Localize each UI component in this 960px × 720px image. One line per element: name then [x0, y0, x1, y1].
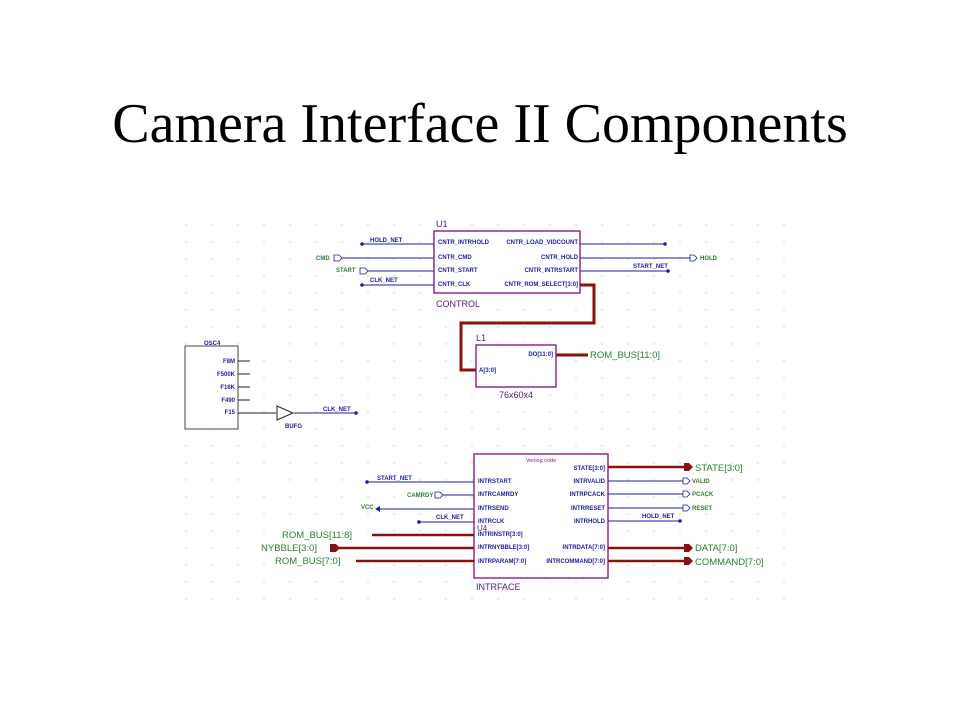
osc4-wires: CLK_NET: [238, 360, 358, 415]
u4-pin-intrhold: INTRHOLD: [574, 519, 606, 525]
u1-pin-cntr-rom-select: CNTR_ROM_SELECT[3:0]: [504, 282, 578, 288]
u4-pin-intrvalid: INTRVALID: [574, 479, 606, 485]
u4-pin-intrclk: INTRCLK: [478, 519, 505, 525]
osc4-body: [184, 345, 239, 430]
osc4-name: OSC4: [204, 341, 221, 347]
osc4-pin-f8m: F8M: [223, 359, 235, 365]
u4-right-wires: STATE[3:0] VALID PCACK RESET HOLD_NET DA…: [608, 463, 764, 568]
net-camrdy: CAMRDY: [407, 493, 433, 499]
u4-left-wires: START_NET CAMRDY VCC CLK_NET ROM_BUS[11:…: [261, 476, 474, 567]
net-cmd: CMD: [316, 256, 330, 262]
u1-body: [433, 230, 581, 294]
net-start: START: [336, 268, 356, 274]
u4-ref: U4: [477, 524, 488, 533]
u4-pin-intrstart: INTRSTART: [478, 479, 512, 485]
u4-name: INTRFACE: [476, 582, 521, 592]
osc4-pin-f490: F490: [221, 398, 235, 404]
u4-pin-intrcamrdy: INTRCAMRDY: [478, 492, 518, 498]
u4-pin-intrdata: INTRDATA[7:0]: [563, 545, 605, 551]
u1-name: CONTROL: [436, 299, 480, 309]
l1-name: 76x60x4: [499, 390, 533, 400]
slide-title: Camera Interface II Components: [112, 93, 848, 155]
net-clk-net-u4: CLK_NET: [436, 515, 464, 521]
l1-rom-block[interactable]: L1 76x60x4 A[3:0] DO[11:0]: [475, 333, 557, 400]
u4-pin-intrsend: INTRSEND: [478, 506, 509, 512]
net-hold-net-u1: HOLD_NET: [370, 238, 403, 244]
u4-pin-intrpcack: INTRPCACK: [570, 492, 606, 498]
u4-pin-intrcommand: INTRCOMMAND[7:0]: [546, 559, 605, 565]
u1-pin-cntr-cmd: CNTR_CMD: [438, 255, 472, 261]
net-start-net-u1: START_NET: [633, 264, 668, 270]
u4-pin-intrnybble: INTRNYBBLE[3:0]: [478, 545, 529, 551]
l1-body: [475, 344, 557, 388]
osc4-pin-f16k: F16K: [220, 385, 235, 391]
net-rom-bus-out: ROM_BUS[11:0]: [590, 350, 660, 361]
l1-pin-addr: A[3:0]: [479, 368, 496, 374]
u1-pin-cntr-load-vidcount: CNTR_LOAD_VIDCOUNT: [506, 240, 578, 246]
u4-intrface-block[interactable]: Verilog code U4 INTRFACE INTRSTART INTRC…: [473, 453, 609, 592]
u1-pin-cntr-hold: CNTR_HOLD: [541, 255, 579, 261]
u1-pin-cntr-intrstart: CNTR_INTRSTART: [524, 268, 578, 274]
net-clk-net-osc: CLK_NET: [323, 407, 351, 413]
osc4-pin-f500k: F500K: [217, 372, 236, 378]
u4-header: Verilog code: [526, 458, 556, 464]
u1-control-block[interactable]: U1 CONTROL CNTR_INTRHOLD CNTR_CMD CNTR_S…: [433, 219, 581, 309]
u1-pin-cntr-clk: CNTR_CLK: [438, 282, 471, 288]
net-nybble: NYBBLE[3:0]: [261, 543, 317, 554]
net-command: COMMAND[7:0]: [695, 557, 764, 568]
u1-pin-cntr-intrhold: CNTR_INTRHOLD: [438, 240, 490, 246]
net-clk-net-u1: CLK_NET: [370, 278, 398, 284]
u1-left-wires: HOLD_NET CMD START CLK_NET: [316, 238, 434, 287]
l1-pin-data: DO[11:0]: [528, 352, 553, 358]
u1-right-wires: HOLD START_NET: [580, 242, 718, 273]
net-rom-bus-hi: ROM_BUS[11:8]: [282, 530, 352, 541]
net-pcack: PCACK: [692, 492, 714, 498]
net-valid: VALID: [692, 479, 710, 485]
l1-ref: L1: [476, 333, 486, 343]
net-rom-bus-lo: ROM_BUS[7:0]: [275, 556, 340, 567]
u4-pin-intrreset: INTRRESET: [571, 506, 605, 512]
net-hold-net-u4: HOLD_NET: [642, 514, 675, 520]
u1-ref: U1: [436, 219, 448, 229]
u1-pin-cntr-start: CNTR_START: [438, 268, 478, 274]
net-hold: HOLD: [700, 256, 718, 262]
u4-body: [473, 453, 609, 579]
bufg-label: BUFG: [285, 424, 302, 430]
net-start-net-u4: START_NET: [377, 476, 412, 482]
u4-pin-state: STATE[3:0]: [574, 466, 605, 472]
net-data: DATA[7:0]: [695, 543, 737, 554]
bufg-icon: BUFG: [276, 405, 302, 430]
osc4-block[interactable]: OSC4 F8M F500K F16K F490 F15: [184, 341, 239, 430]
net-state: STATE[3:0]: [695, 463, 743, 474]
net-reset: RESET: [692, 506, 712, 512]
net-vcc: VCC: [361, 505, 374, 511]
rom-select-bus: [459, 283, 596, 372]
u4-pin-intrparam: INTRPARAM[7:0]: [478, 559, 526, 565]
osc4-pin-f15: F15: [225, 410, 236, 416]
u4-pin-intrinstr: INTRINSTR[3:0]: [478, 532, 523, 538]
